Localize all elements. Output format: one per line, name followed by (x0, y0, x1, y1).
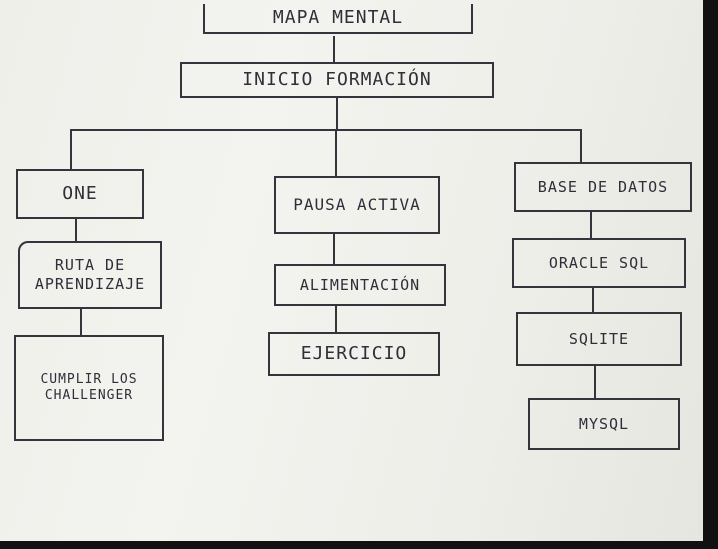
node-cumplir-challenger: CUMPLIR LOS CHALLENGER (14, 335, 164, 441)
branch-pausa-box: PAUSA ACTIVA (274, 176, 440, 234)
sqlite-text: SQLITE (568, 329, 630, 348)
drop-pausa (335, 129, 337, 176)
branch-base-label: BASE DE DATOS (537, 177, 669, 196)
ruta-aprendizaje-text: RUTA DE APRENDIZAJE (34, 256, 146, 293)
connector-base-oracle (590, 212, 592, 238)
connector-ruta-cumplir (80, 309, 82, 335)
mysql-text: MYSQL (578, 414, 630, 433)
root-box: INICIO FORMACIÓN (180, 62, 494, 98)
node-oracle-sql: ORACLE SQL (512, 238, 686, 288)
ejercicio-text: EJERCICIO (300, 342, 408, 364)
drop-one (70, 129, 72, 169)
drop-base (580, 129, 582, 164)
connector-oracle-sqlite (592, 288, 594, 312)
root-text: INICIO FORMACIÓN (242, 68, 432, 90)
connector-title-root (333, 36, 335, 62)
title-text: MAPA MENTAL (272, 6, 404, 28)
paper-background (0, 0, 703, 541)
branch-pausa-label: PAUSA ACTIVA (293, 195, 421, 214)
connector-one-ruta (75, 219, 77, 241)
node-sqlite: SQLITE (516, 312, 682, 366)
cumplir-challenger-text: CUMPLIR LOS CHALLENGER (40, 371, 138, 403)
node-alimentacion: ALIMENTACIÓN (274, 264, 446, 306)
node-ruta-aprendizaje: RUTA DE APRENDIZAJE (18, 241, 162, 309)
connector-sqlite-mysql (594, 366, 596, 398)
connector-alimentacion-ejercicio (335, 306, 337, 332)
title-box: MAPA MENTAL (203, 4, 473, 34)
connector-pausa-alimentacion (333, 234, 335, 264)
branch-bus (70, 129, 582, 131)
branch-one-label: ONE (62, 182, 98, 204)
node-mysql: MYSQL (528, 398, 680, 450)
branch-one-box: ONE (16, 169, 144, 219)
branch-base-box: BASE DE DATOS (514, 162, 692, 212)
dark-edge (703, 0, 718, 549)
connector-root-bus (336, 98, 338, 130)
oracle-sql-text: ORACLE SQL (548, 253, 650, 272)
alimentacion-text: ALIMENTACIÓN (299, 275, 421, 294)
dark-bottom-edge (0, 541, 718, 549)
node-ejercicio: EJERCICIO (268, 332, 440, 376)
